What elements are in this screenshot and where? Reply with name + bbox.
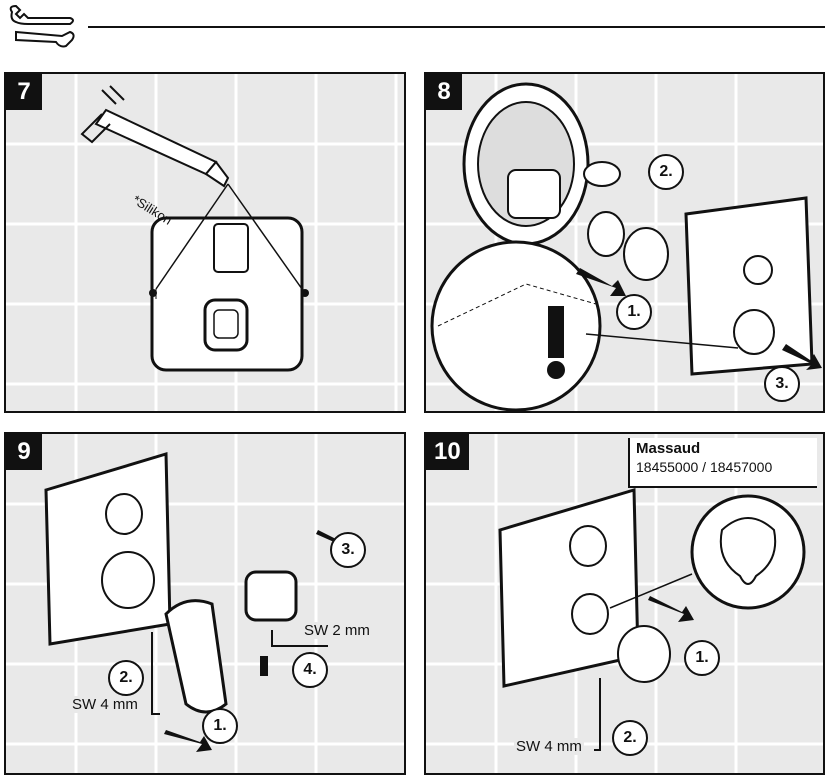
panel-step-9: 9 3. 2. 4. 1. SW 2 mm SW 4 mm <box>4 432 406 775</box>
model-info-box: Massaud 18455000 / 18457000 <box>628 438 817 488</box>
panel-9-illustration <box>6 434 404 773</box>
callout-step: 1. <box>202 708 238 744</box>
panel-step-8: 8 2. 1. 3. <box>424 72 825 413</box>
callout-step: 3. <box>330 532 366 568</box>
callout-step: 2. <box>108 660 144 696</box>
callout-step: 3. <box>764 366 800 402</box>
step-number: 10 <box>426 434 469 470</box>
panel-step-10: 10 1. 2. SW 4 mm <box>424 432 825 775</box>
wrench-size-label: SW 4 mm <box>70 696 140 713</box>
step-number: 9 <box>6 434 42 470</box>
panel-10-illustration <box>426 434 823 773</box>
header-rule <box>88 26 825 28</box>
callout-step: 1. <box>616 294 652 330</box>
panel-8-illustration <box>426 74 823 411</box>
model-name: Massaud <box>636 440 701 457</box>
wrench-size-label: SW 4 mm <box>514 738 584 755</box>
panel-7-illustration <box>6 74 404 411</box>
panel-step-7: 7 *Silikon <box>4 72 406 413</box>
callout-step: 2. <box>648 154 684 190</box>
model-codes: 18455000 / 18457000 <box>636 459 773 475</box>
callout-step: 4. <box>292 652 328 688</box>
tools-icon <box>9 4 75 48</box>
step-number: 7 <box>6 74 42 110</box>
callout-step: 2. <box>612 720 648 756</box>
step-number: 8 <box>426 74 462 110</box>
wrench-size-label: SW 2 mm <box>302 622 372 639</box>
callout-step: 1. <box>684 640 720 676</box>
